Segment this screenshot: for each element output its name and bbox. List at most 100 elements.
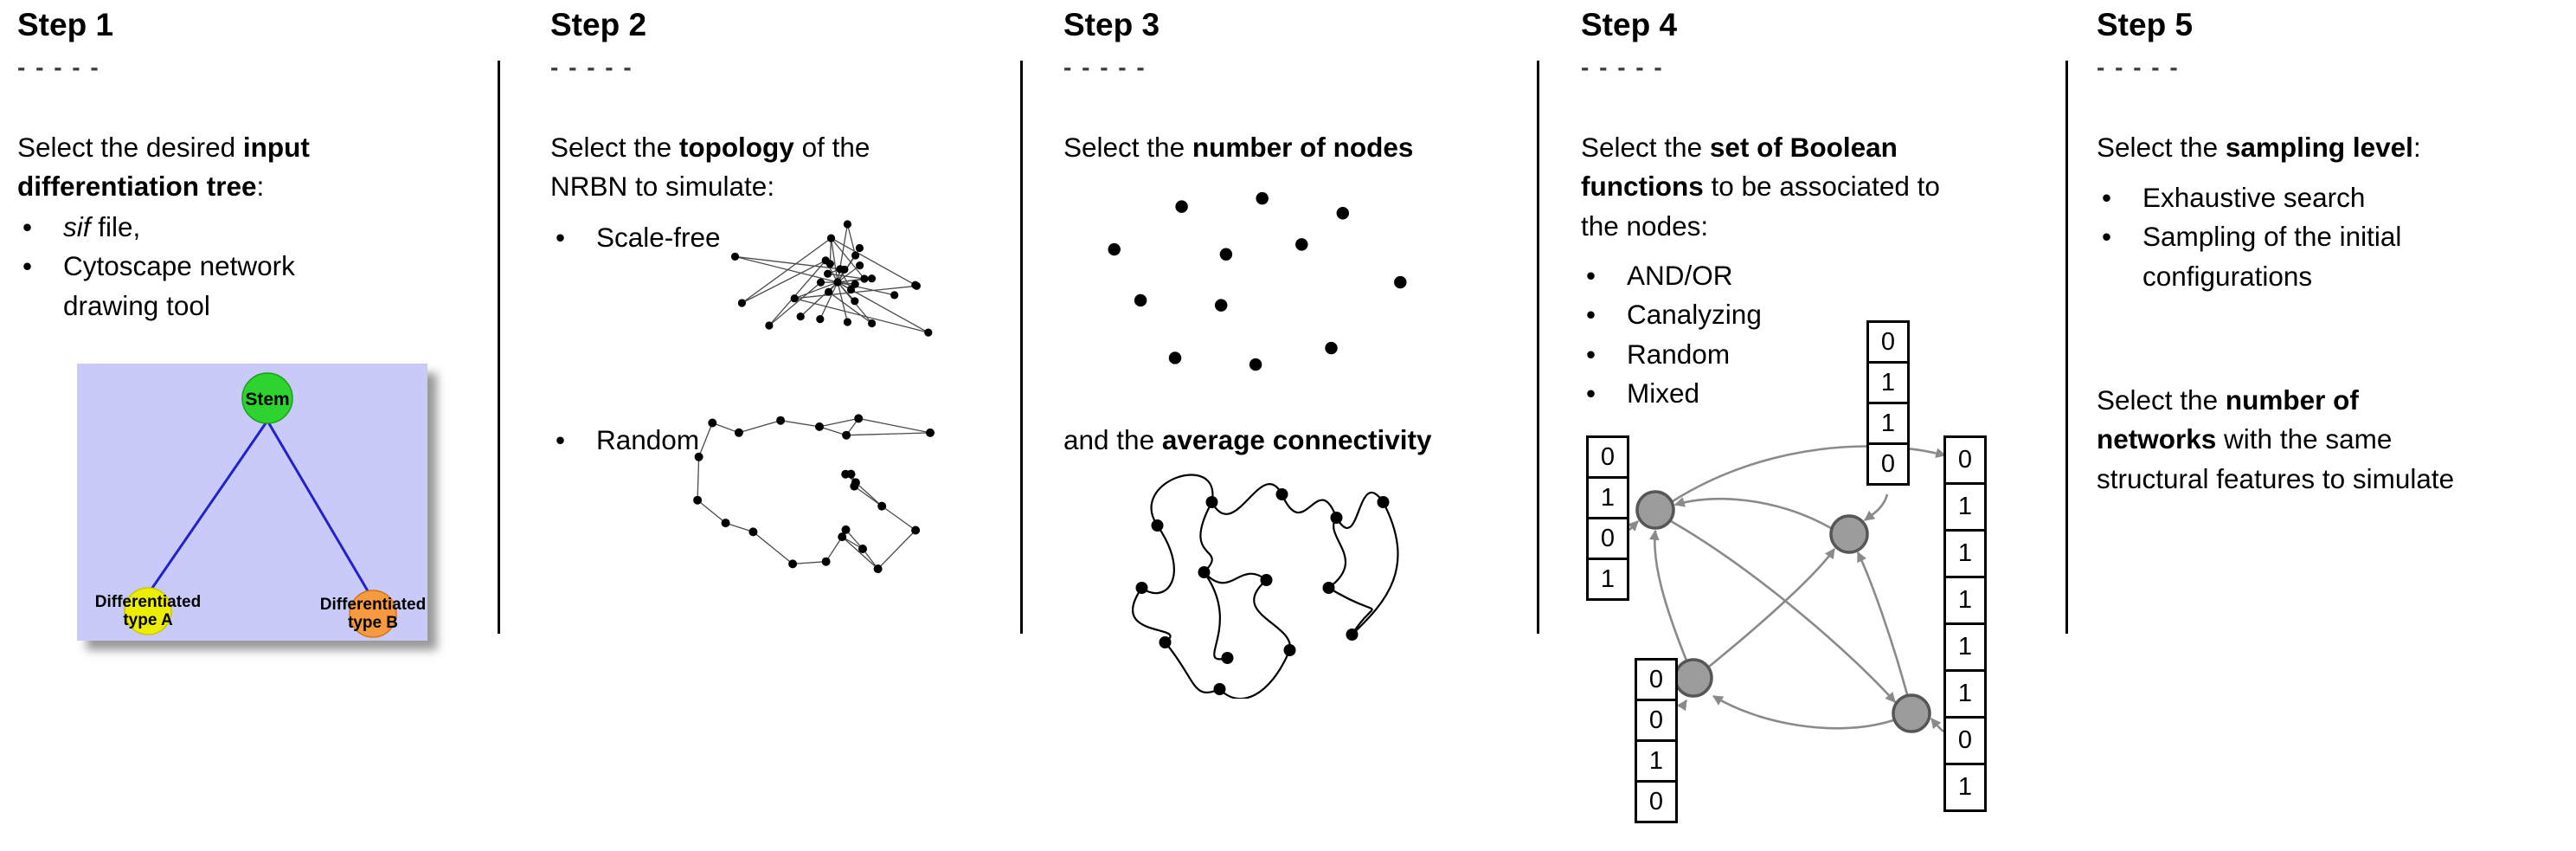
intro-bold-text: set of Boolean functions xyxy=(1581,132,1898,203)
intro-bold-text: topology xyxy=(678,132,794,163)
step-5-intro: Select the sampling level: xyxy=(2097,128,2568,167)
table-cell: 0 xyxy=(1943,435,1987,485)
type-b-node xyxy=(349,590,397,638)
step-1-title: Step 1 xyxy=(17,7,114,42)
table-cell: 1 xyxy=(1635,739,1678,783)
intro-text: to be associated to the nodes: xyxy=(1581,171,1940,242)
intro-bold-text: average connectivity xyxy=(1161,424,1432,455)
table-cell: 1 xyxy=(1943,529,1987,578)
table-cell: 0 xyxy=(1586,435,1629,479)
step-4-dashes: - - - - - xyxy=(1581,54,1664,81)
intro-text: of the NRBN to simulate: xyxy=(550,132,870,203)
tree-edges xyxy=(149,420,371,595)
boolean-table-left: 0 1 0 1 xyxy=(1586,435,1629,601)
dependency-arrows xyxy=(1628,445,1947,732)
intro-text: Select the xyxy=(2097,384,2226,416)
column-divider xyxy=(2065,61,2068,634)
bullet-text: Canalyzing xyxy=(1627,299,1762,331)
boolean-node xyxy=(1635,490,1675,530)
intro-bold-text: number of networks xyxy=(2097,384,2359,455)
differentiation-tree-svg: Stem Differentiated type A Differentiate… xyxy=(77,364,427,641)
table-cell: 1 xyxy=(1943,576,1987,625)
step-2-intro: Select the topology of the NRBN to simul… xyxy=(550,128,922,207)
type-b-label: type B xyxy=(348,614,398,632)
intro-text: Select the xyxy=(550,132,679,163)
type-a-label: Differentiated xyxy=(95,593,201,611)
intro-text: Select the xyxy=(2097,132,2226,163)
boolean-node xyxy=(1892,693,1931,733)
table-cell: 0 xyxy=(1586,517,1629,560)
step-2-dashes: - - - - - xyxy=(550,54,633,81)
table-cell: 1 xyxy=(1943,482,1987,532)
step-1-intro: Select the desired input differentiation… xyxy=(17,128,467,207)
table-cell: 1 xyxy=(1866,402,1910,445)
intro-text: : xyxy=(256,171,265,203)
step-5-second-text: Select the number of networks with the s… xyxy=(2097,381,2469,499)
sif-word: sif xyxy=(63,211,91,242)
list-item: AND/OR xyxy=(1581,256,1858,295)
step-1-bullet-list: sif file, Cytoscape network drawing tool xyxy=(17,208,485,326)
table-cell: 0 xyxy=(1866,320,1910,364)
step-1-column: Step 1 - - - - - Select the desired inpu… xyxy=(17,0,498,851)
node-dots xyxy=(1108,191,1407,371)
step-2-column: Step 2 - - - - - Select the topology of … xyxy=(550,0,1018,851)
intro-text: and the xyxy=(1063,424,1162,455)
network-nodes xyxy=(1635,490,1931,733)
step-2-bullet-list: Random xyxy=(550,421,845,460)
table-cell: 0 xyxy=(1635,658,1678,701)
column-divider xyxy=(498,61,500,634)
bullet-text: file, xyxy=(90,211,141,242)
type-a-label: type A xyxy=(123,611,173,629)
intro-text: : xyxy=(2412,132,2421,163)
table-cell: 1 xyxy=(1943,763,1987,812)
scale-free-network-graphic xyxy=(730,220,933,337)
step-2-bullet-list: Scale-free xyxy=(550,218,845,257)
random-network-graphic xyxy=(693,414,935,574)
table-cell: 0 xyxy=(1635,780,1678,823)
intro-text: with the same structural features to sim… xyxy=(2097,423,2455,494)
step-3-intro: Select the number of nodes xyxy=(1063,128,1535,167)
step-5-column: Step 5 - - - - - Select the sampling lev… xyxy=(2097,0,2576,851)
step-3-dashes: - - - - - xyxy=(1063,54,1147,81)
table-cell: 0 xyxy=(1635,699,1678,742)
table-cell: 0 xyxy=(1943,716,1987,765)
type-a-node xyxy=(124,587,172,635)
list-item: Canalyzing xyxy=(1581,295,1858,334)
table-cell: 1 xyxy=(1943,669,1987,719)
node-dots xyxy=(1135,488,1390,695)
boolean-table-top: 0 1 1 0 xyxy=(1866,320,1910,486)
step-3-title: Step 3 xyxy=(1063,7,1160,42)
boolean-table-right: 0 1 1 1 1 1 0 1 xyxy=(1943,435,1987,812)
list-item: Scale-free xyxy=(550,218,845,257)
list-item: Exhaustive search xyxy=(2097,178,2538,217)
bullet-text: Sampling of the initial configurations xyxy=(2142,221,2402,292)
boolean-table-bottom-left: 0 0 1 0 xyxy=(1635,658,1678,823)
step-5-dashes: - - - - - xyxy=(2097,54,2180,81)
step-2-title: Step 2 xyxy=(550,7,647,42)
bullet-text: AND/OR xyxy=(1627,260,1733,291)
step-3-second-text: and the average connectivity xyxy=(1063,421,1535,460)
list-item: Cytoscape network drawing tool xyxy=(17,247,485,326)
table-cell: 1 xyxy=(1586,476,1629,519)
list-item: Sampling of the initial configurations xyxy=(2097,217,2538,296)
list-item: Random xyxy=(1581,335,1858,374)
bullet-text: Scale-free xyxy=(596,222,721,253)
step-4-column: Step 4 - - - - - Select the set of Boole… xyxy=(1581,0,2062,851)
connectivity-network-graphic xyxy=(1132,474,1399,699)
intro-text: Select the desired xyxy=(17,132,243,163)
column-divider xyxy=(1020,61,1023,634)
boolean-network-diagram xyxy=(1628,445,1947,733)
stem-node xyxy=(241,372,293,424)
curvy-edges xyxy=(1132,474,1399,699)
bullet-text: Random xyxy=(596,424,700,455)
bullet-text: Exhaustive search xyxy=(2142,182,2366,213)
table-cell: 1 xyxy=(1943,622,1987,672)
step-5-bullet-list: Exhaustive search Sampling of the initia… xyxy=(2097,178,2538,296)
boolean-node xyxy=(1673,658,1713,698)
intro-bold-text: number of nodes xyxy=(1192,132,1414,163)
step-4-title: Step 4 xyxy=(1581,7,1678,42)
column-divider xyxy=(1537,61,1539,634)
bullet-text: Random xyxy=(1627,338,1731,370)
type-b-label: Differentiated xyxy=(320,596,426,614)
